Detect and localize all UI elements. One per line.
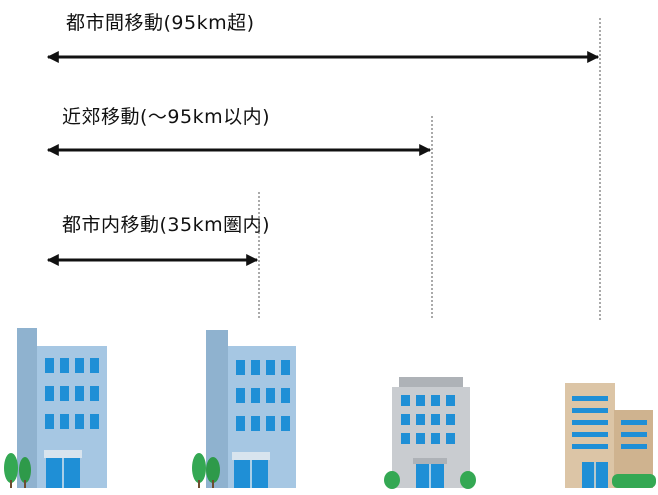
mid-rise-building-icon — [384, 377, 476, 489]
small-building-icon — [565, 383, 656, 488]
intercity-range-label: 都市間移動(95km超) — [66, 12, 255, 34]
intracity-range-label: 都市内移動(35km圏内) — [62, 214, 271, 236]
suburban-range-label: 近郊移動(〜95km以内) — [62, 106, 271, 128]
office-tower-icon — [4, 328, 107, 488]
office-tower-icon — [192, 330, 296, 488]
